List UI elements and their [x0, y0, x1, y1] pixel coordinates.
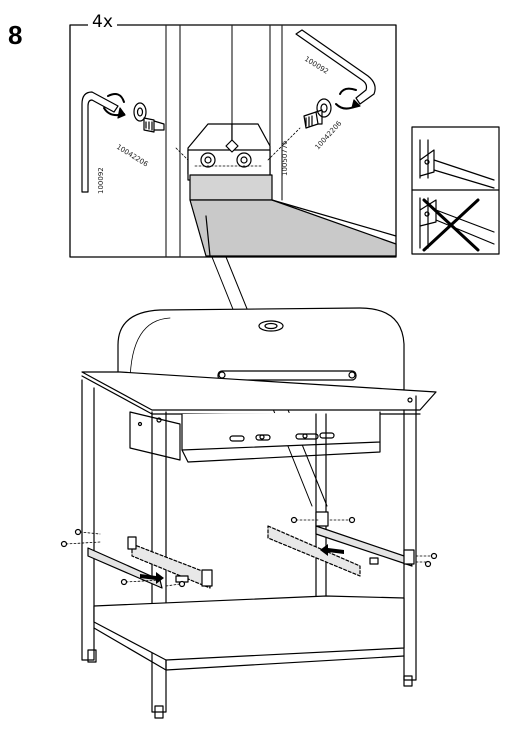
inset-correct: [419, 139, 495, 189]
part-number-bracket: 10050776: [281, 140, 289, 176]
part-number-allen-key-right: 100092: [303, 55, 330, 76]
rotate-arrow-right-icon: [335, 87, 361, 110]
washer-right-icon: [316, 98, 332, 118]
firebox: [181, 411, 381, 451]
lid-handle: [217, 370, 357, 381]
table-top: [81, 371, 437, 411]
bottom-shelf: [93, 595, 405, 661]
part-number-bolt-left: 10042206: [115, 143, 150, 169]
quantity-label: 4x: [88, 14, 117, 31]
detail-bracket: [175, 123, 397, 257]
step-number: 8: [8, 20, 23, 50]
bolt-right-icon: [303, 109, 323, 129]
bolt-guides: [65, 519, 433, 587]
bolt-left-icon: [133, 102, 165, 133]
orientation-inset: [411, 126, 500, 255]
detail-frame: [69, 24, 397, 258]
rotate-arrow-left-icon: [103, 93, 126, 119]
allen-key-right-icon: [295, 29, 376, 105]
part-number-allen-key-left: 100092: [97, 167, 105, 194]
bolt-heads: [60, 516, 438, 588]
right-crossbar: [267, 511, 415, 577]
direction-arrow-right-icon: [320, 544, 344, 556]
allen-key-left-icon: [81, 91, 119, 193]
grill-lid: [117, 307, 405, 391]
incorrect-cross-icon: [422, 198, 480, 252]
grill-drawing: [60, 307, 438, 719]
right-fastener-group: [295, 29, 376, 129]
direction-arrow-left-icon: [140, 572, 164, 584]
left-fastener-group: [81, 91, 165, 193]
